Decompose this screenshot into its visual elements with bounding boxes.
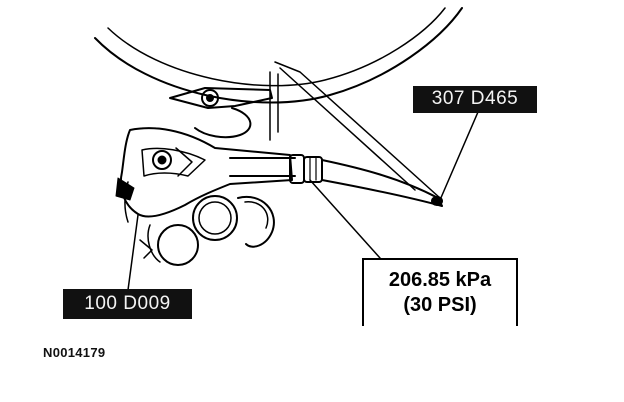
c-ring bbox=[237, 195, 275, 248]
leader-tool-upper bbox=[439, 111, 479, 201]
upper-bolt bbox=[201, 89, 219, 107]
caliper-fitting bbox=[152, 150, 172, 170]
tool-number-label-upper: 307 D465 bbox=[413, 86, 537, 113]
pressure-callout: 206.85 kPa (30 PSI) bbox=[362, 258, 518, 326]
upper-bracket bbox=[169, 87, 273, 109]
hanger-vertical bbox=[269, 71, 279, 141]
tool-number-label-lower: 100 D009 bbox=[63, 289, 192, 319]
brace-line-2 bbox=[279, 67, 416, 191]
brace-line-1 bbox=[274, 61, 441, 199]
gauge-fitting bbox=[431, 196, 443, 206]
pressure-psi-text: (30 PSI) bbox=[403, 294, 477, 316]
tire-arc-inner bbox=[107, 7, 446, 87]
leader-tool-lower bbox=[127, 214, 139, 291]
leader-pressure bbox=[309, 179, 381, 259]
round-part-2 bbox=[192, 195, 238, 241]
round-part-1 bbox=[157, 224, 199, 266]
tire-arc-outer bbox=[94, 7, 463, 104]
hose-coupling-2 bbox=[303, 156, 323, 183]
figure-identifier: N0014179 bbox=[43, 345, 106, 360]
caliper-body bbox=[119, 127, 293, 218]
pressure-kpa-text: 206.85 kPa bbox=[388, 269, 492, 291]
